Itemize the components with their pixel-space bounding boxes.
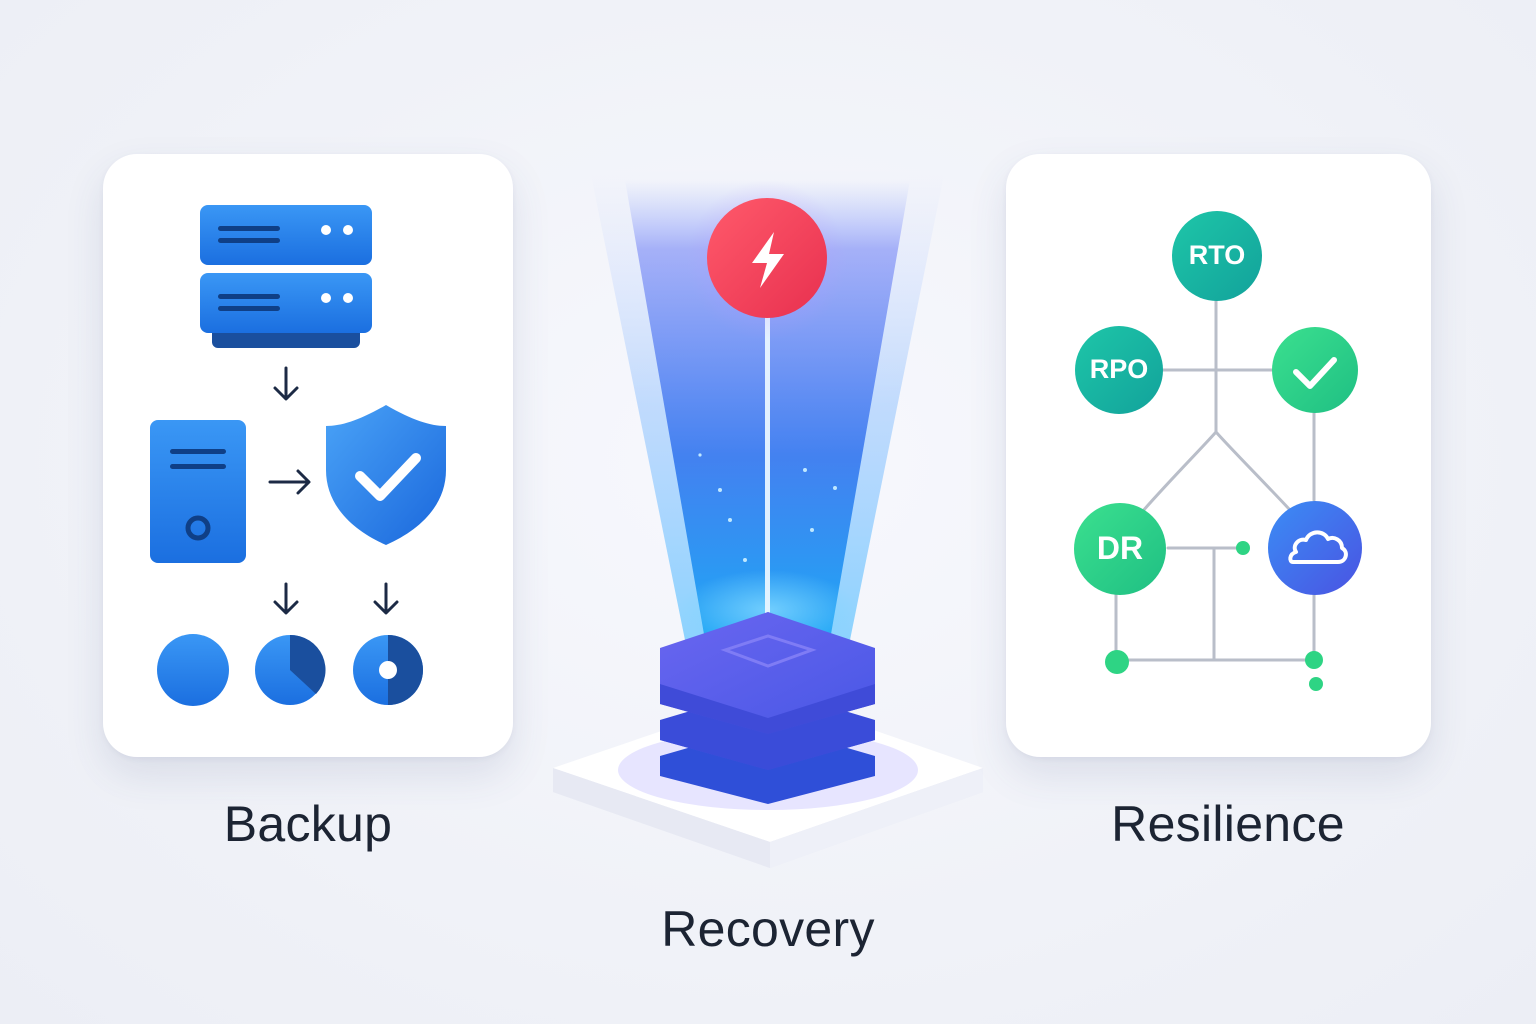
lightning-icon [687,180,847,340]
pie-empty-icon [157,634,229,706]
arrow-down-icon [273,366,299,401]
dr-label: DR [1096,530,1144,566]
rpo-label: RPO [1089,354,1149,384]
stacked-layers-icon [660,612,875,804]
pie-partial-icon [255,634,326,705]
rto-node [1172,211,1262,301]
arrow-right-icon [268,469,311,495]
shield-check-icon [326,405,446,545]
connector-lines [1114,294,1316,662]
connector-dots [1105,541,1323,691]
server-rack-icon [200,205,372,348]
disk-icon [353,635,423,705]
recovery-caption: Recovery [661,901,875,957]
cloud-icon [1268,501,1362,595]
dr-node [1074,503,1166,595]
backup-caption: Backup [223,796,393,852]
server-tower-icon [150,420,246,563]
arrow-down-icon [273,582,399,615]
resilience-caption: Resilience [1111,796,1345,852]
rto-label: RTO [1188,240,1246,270]
rpo-node [1075,326,1163,414]
check-icon [1272,327,1358,413]
